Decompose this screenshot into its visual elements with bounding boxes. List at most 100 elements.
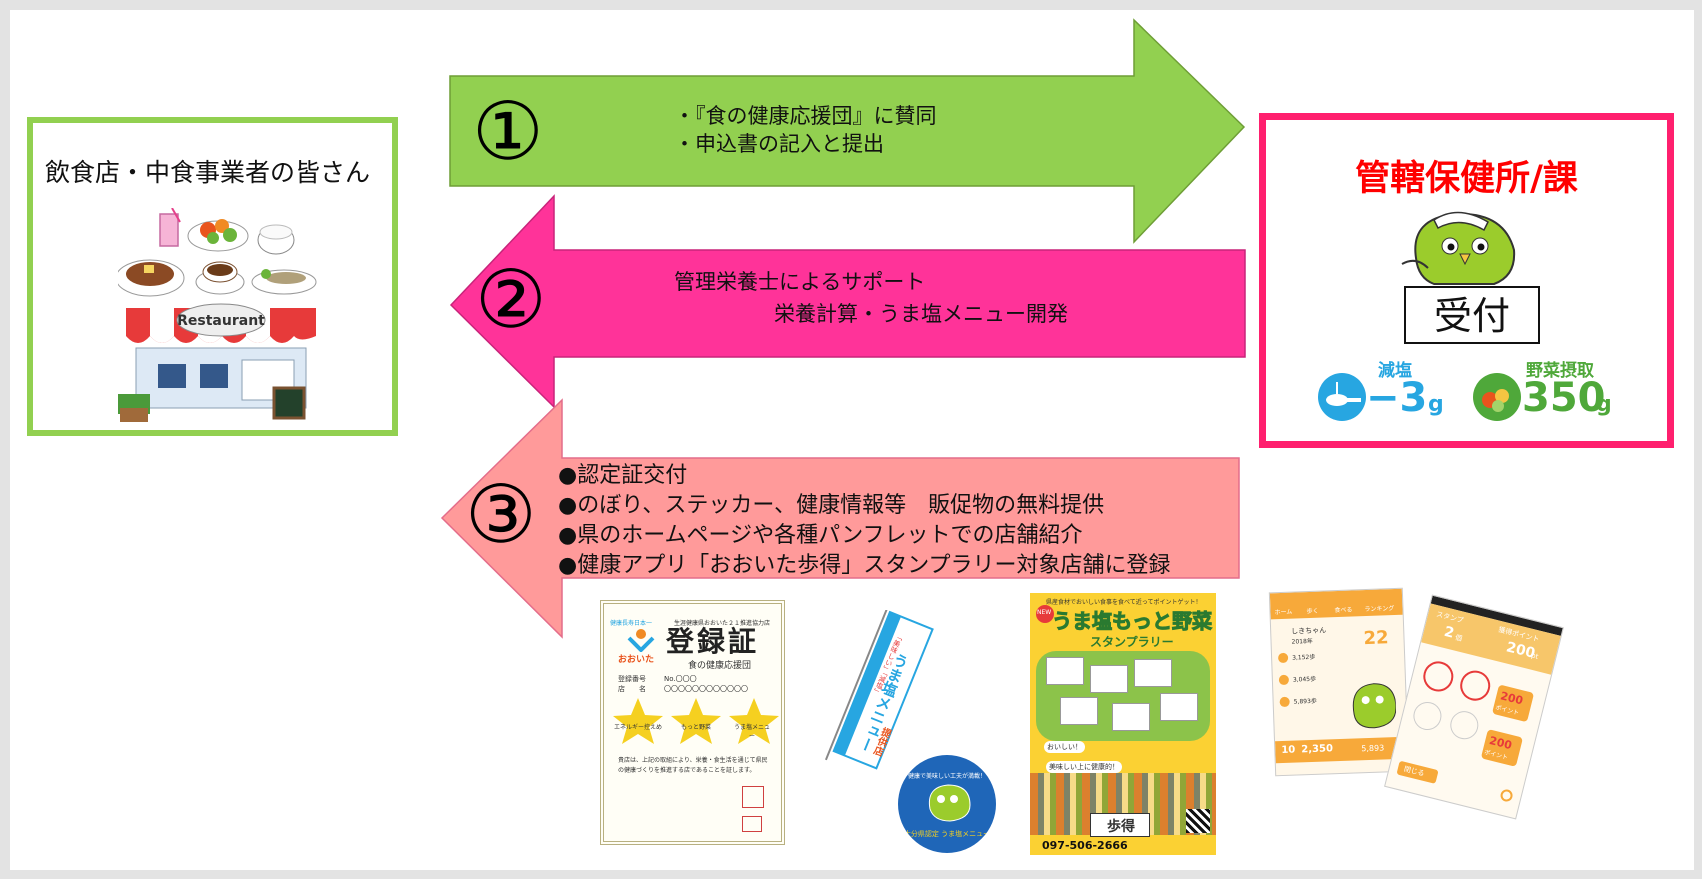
app-screenshot-1: ホーム 歩く 食べる ランキング しきちゃん 2018年 22 3,152歩 3… xyxy=(1268,587,1410,777)
poster-photo xyxy=(1112,703,1150,731)
app1-steps: 2,350 xyxy=(1301,743,1334,756)
reception-label: 受付 xyxy=(1433,294,1510,338)
step-1-number: ① xyxy=(472,85,544,178)
cert-seal-icon xyxy=(742,816,762,832)
app1-tab-home: ホーム xyxy=(1274,608,1293,617)
cert-row1-label: 登録番号 xyxy=(618,675,646,683)
app1-list-1: 3,152歩 xyxy=(1292,653,1316,662)
cert-star-1: エネルギー控えめ xyxy=(614,724,663,731)
cert-star-2: もっと野菜 xyxy=(680,724,711,731)
poster-photo xyxy=(1134,659,1172,687)
arrow-1-line-2: ・申込書の記入と提出 xyxy=(674,132,884,156)
stamp-rally-poster: 県産食材でおいしい食事を食べて近ってポイントゲット！ NEW うま塩もっと野菜 … xyxy=(1030,593,1216,855)
poster-bubble-1: おいしい！ xyxy=(1044,741,1085,753)
fish-plate-icon xyxy=(251,269,317,295)
app2-close-button[interactable]: 閉じる xyxy=(1396,760,1439,784)
poster-title: うま塩もっと野菜 xyxy=(1052,609,1213,634)
arrow-2-shape xyxy=(449,194,1246,409)
nobori-banner: うま塩メニュー 提供店 「美味しい」「減塩」 xyxy=(824,610,934,770)
cert-row2-label: 店 名 xyxy=(618,685,646,693)
veg-value: 350 xyxy=(1522,375,1606,421)
cert-stars xyxy=(613,698,779,744)
app2-stamp-empty xyxy=(1410,699,1445,733)
registration-certificate: 健康長寿日本一 生涯健康県おおいた２１推進協力店 おおいた 登録証 食の健康応援… xyxy=(600,600,785,845)
arrow-3-line-2: ●のぼり、ステッカー、健康情報等 販促物の無料提供 xyxy=(558,493,1105,518)
health-office-box: 管轄保健所/課 受付 減塩 −3 g 野菜摂取 350 g xyxy=(1259,113,1674,448)
cert-body: 貴店は、上記の取組により、栄養・食生活を通じて県民の健康づくりを推進する店である… xyxy=(618,757,768,774)
diagram-canvas: 飲食店・中食事業者の皆さん xyxy=(10,10,1694,870)
cert-top-left: 健康長寿日本一 xyxy=(610,620,653,627)
reception-box: 受付 xyxy=(1404,286,1540,344)
sticker-bottom-text: 大分県認定 うま塩メニュー xyxy=(903,830,991,838)
arrow-3-shape xyxy=(440,398,1240,639)
arrow-3-line-3: ●県のホームページや各種パンフレットでの店舗紹介 xyxy=(558,523,1083,548)
drink-icon xyxy=(159,208,181,247)
veg-label: 野菜摂取 xyxy=(1526,361,1594,381)
salt-unit: g xyxy=(1428,392,1444,417)
arrows-layer xyxy=(440,18,1246,639)
app1-mascot-icon xyxy=(1352,683,1397,729)
app2-reward-card-2: 200 ポイント xyxy=(1480,729,1524,767)
app1-bullet xyxy=(1279,696,1290,708)
poster-badge-text: NEW xyxy=(1037,609,1052,616)
cert-logo-text: おおいた xyxy=(618,655,655,665)
arrow-1-line-1: ・『食の健康応援団』に賛同 xyxy=(674,104,937,128)
arrow-3-line-1: ●認定証交付 xyxy=(558,463,688,488)
app1-tab-ranking: ランキング xyxy=(1364,605,1395,614)
arrow-2-line-2: 栄養計算・うま塩メニュー開発 xyxy=(774,302,1068,326)
app1-steps-2: 5,893 xyxy=(1361,743,1385,754)
poster-photo xyxy=(1060,697,1098,725)
poster-photo xyxy=(1160,693,1198,721)
restaurant-sign: Restaurant xyxy=(177,313,265,329)
mascot-bird-icon xyxy=(1401,211,1516,285)
poster-photo xyxy=(1090,665,1128,693)
poster-phone: 097-506-2666 xyxy=(1042,839,1128,852)
app2-stamp-2 xyxy=(1457,667,1494,704)
poster-new-badge: NEW xyxy=(1036,605,1054,623)
salad-icon xyxy=(187,219,249,252)
poster-bubble-2: 美味しい上に健康的！ xyxy=(1046,761,1122,773)
poster-app-box: 歩得 xyxy=(1090,813,1150,837)
poster-top-text: 県産食材でおいしい食事を食べて近ってポイントゲット！ xyxy=(1046,599,1202,606)
app2-close-label: 閉じる xyxy=(1402,765,1426,778)
app2-stamp-1 xyxy=(1420,658,1457,695)
app1-big-number: 22 xyxy=(1363,627,1389,650)
app1-tab-walk: 歩く xyxy=(1306,607,1319,616)
health-office-title: 管轄保健所/課 xyxy=(1355,159,1578,199)
uma-shio-sticker: 健康で美味しい工夫が満載！ 大分県認定 うま塩メニュー xyxy=(898,755,996,853)
app1-tab-eat: 食べる xyxy=(1334,606,1353,615)
app1-list-3: 5,893歩 xyxy=(1293,697,1317,706)
app1-list-2: 3,045歩 xyxy=(1292,675,1317,684)
app1-day: 10 xyxy=(1281,744,1296,757)
rice-bowl-icon xyxy=(257,224,295,255)
app2-stamp-empty xyxy=(1447,708,1482,743)
veg-unit: g xyxy=(1596,392,1612,417)
salt-value: −3 xyxy=(1366,375,1428,421)
cert-row2-value: 〇〇〇〇〇〇〇〇〇〇〇〇 xyxy=(664,685,748,693)
restaurant-box: 飲食店・中食事業者の皆さん xyxy=(27,117,398,436)
cert-subtitle: 食の健康応援団 xyxy=(688,661,752,671)
step-2-number: ② xyxy=(475,253,547,346)
cert-row1-value: No.〇〇〇 xyxy=(664,675,697,683)
salt-label: 減塩 xyxy=(1378,361,1412,381)
poster-photo xyxy=(1046,657,1084,685)
poster-qr-code xyxy=(1186,809,1210,833)
vegetables-icon xyxy=(1473,373,1521,421)
storefront-icon xyxy=(118,347,307,422)
cert-seal-icon xyxy=(742,786,764,808)
arrow-3-line-4: ●健康アプリ「おおいた歩得」スタンプラリー対象店舗に登録 xyxy=(558,553,1171,578)
poster-subtitle: スタンプラリー xyxy=(1090,635,1174,649)
search-icon[interactable] xyxy=(1499,788,1514,803)
salt-spoon-icon xyxy=(1318,373,1366,421)
coffee-cup-icon xyxy=(195,261,245,295)
poster-app-name: 歩得 xyxy=(1107,819,1135,835)
app1-user: しきちゃん xyxy=(1291,626,1327,636)
oita-logo-icon xyxy=(627,629,655,652)
cert-star-3: うま塩メニュー xyxy=(734,724,771,740)
step-3-number: ③ xyxy=(465,468,537,561)
app1-date: 2018年 xyxy=(1291,637,1313,646)
cert-top-right: 生涯健康県おおいた２１推進協力店 xyxy=(674,620,771,627)
app2-reward-card-1: 200 ポイント xyxy=(1491,684,1535,723)
restaurant-illustration: Restaurant xyxy=(118,208,317,422)
sticker-mascot-icon xyxy=(928,784,971,822)
